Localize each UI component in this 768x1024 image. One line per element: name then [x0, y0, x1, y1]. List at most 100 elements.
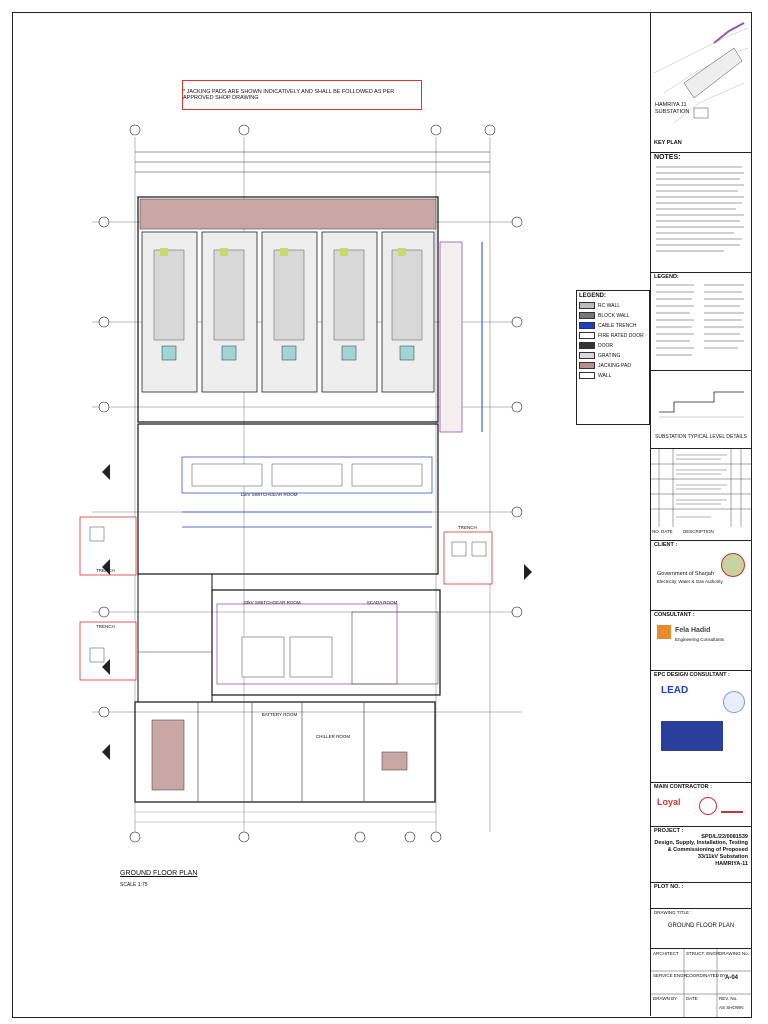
room-label-scada: SCADA ROOM [366, 600, 398, 605]
project-number: SPD/L/22/0081539 [701, 834, 748, 840]
typical-details-sketch [659, 391, 744, 418]
purple-cable-zone [216, 603, 398, 685]
legend-item-label: RC WALL [598, 302, 621, 309]
project-site: HAMRIYA-11 [715, 861, 748, 867]
scale-value: AS SHOWN [719, 1005, 744, 1010]
drawn-label: DRAWN BY [653, 996, 678, 1001]
switchgear-cable-trenches [181, 456, 433, 528]
project-section: PROJECT : SPD/L/22/0081539 Design, Suppl… [651, 826, 751, 882]
pad-block [381, 751, 408, 771]
switchgear-11kv-room [137, 423, 439, 575]
legend-item-label: GRATING [598, 352, 621, 359]
main-contractor-name: Loyal [657, 797, 681, 807]
legend-item-label: DOOR [598, 342, 613, 349]
consultant-name: Fela Hadid [675, 627, 711, 634]
grid-bubbles [98, 124, 523, 843]
notes-label: NOTES: [654, 154, 681, 161]
typical-details-caption: SUBSTATION TYPICAL LEVEL DETAILS [655, 434, 747, 440]
legend-swatch [579, 362, 595, 369]
room-label-33kv: 33kV SWITCHGEAR ROOM [243, 600, 301, 605]
architect-label: ARCHITECT [653, 951, 679, 956]
client-section: CLIENT : Government of Sharjah Electrici… [651, 540, 751, 610]
drawing-area: * JACKING PADS ARE SHOWN INDICATIVELY AN… [12, 12, 650, 1016]
main-contractor-section: MAIN CONTRACTOR : Loyal [651, 782, 751, 826]
drawing-title: GROUND FLOOR PLAN [667, 923, 735, 929]
33kv-panels [241, 636, 333, 678]
revision-rows [651, 449, 751, 541]
legend-row: BLOCK WALL [579, 312, 647, 319]
right-trench [443, 531, 493, 585]
legend-swatch [579, 322, 595, 329]
legend-swatch [579, 372, 595, 379]
key-plan-map [653, 13, 749, 128]
revision-col-date: DATE [661, 529, 673, 534]
legend-swatch [579, 312, 595, 319]
room-label-chiller: CHILLER ROOM [315, 734, 351, 739]
legend-item-label: JACKING PAD [598, 362, 631, 369]
main-contractor-label: MAIN CONTRACTOR : [654, 784, 712, 790]
legend-swatch [579, 342, 595, 349]
switchgear-panels [191, 463, 423, 487]
left-trench-pits [89, 526, 105, 663]
legend-row: RC WALL [579, 302, 647, 309]
notes-section: NOTES: [651, 152, 751, 272]
sign-off-grid: ARCHITECT STRUCT. ENGR. DRAWING No. SERV… [651, 948, 751, 1017]
legend-swatch [579, 352, 595, 359]
epc-name: LEAD [661, 685, 689, 696]
drawing-title-label: DRAWING TITLE : [654, 910, 692, 915]
epc-section: EPC DESIGN CONSULTANT : LEAD [651, 670, 751, 782]
consultant-sub: Engineering Consultants [675, 637, 725, 642]
jacking-pads-note-text: * JACKING PADS ARE SHOWN INDICATIVELY AN… [183, 89, 395, 101]
consultant-section: CONSULTANT : Fela Hadid Engineering Cons… [651, 610, 751, 670]
transformer-bays [139, 198, 437, 393]
client-sub: Electricity, Water & Gas Authority [657, 579, 723, 584]
client-name: Government of Sharjah [657, 571, 714, 577]
title-block: HAMRIYA 11 SUBSTATION KEY PLAN NOTES: LE… [650, 12, 751, 1017]
notes-text-lines [656, 166, 744, 252]
trench-label-left-top: TRENCH [96, 568, 115, 573]
plan-legend-title: LEGEND: [579, 293, 606, 299]
key-plan-section: HAMRIYA 11 SUBSTATION KEY PLAN [651, 12, 751, 152]
legend-row: WALL [579, 372, 647, 379]
contractor-seal-icon [699, 797, 717, 815]
epc-badge-icon [723, 691, 745, 713]
legend-item-label: WALL [598, 372, 612, 379]
epc-secondary-logo [661, 721, 723, 751]
bottom-dimensions [135, 811, 436, 823]
section-markers [102, 464, 532, 760]
legend-item-label: BLOCK WALL [598, 312, 630, 319]
client-emblem-icon [721, 553, 745, 577]
consultant-label: CONSULTANT : [654, 612, 695, 618]
right-trench-pit-b [471, 541, 487, 557]
scada-room [351, 611, 439, 685]
plan-scale: SCALE 1:75 [120, 882, 148, 888]
left-entry-block [137, 573, 213, 703]
bottom-room-walls [197, 702, 365, 802]
floor-plan-drawing [79, 124, 532, 843]
transformer-bays-outline [137, 196, 439, 423]
typical-details-section: SUBSTATION TYPICAL LEVEL DETAILS [651, 370, 751, 448]
rev-label: REV. No. [719, 996, 738, 1001]
titleblock-legend-label: LEGEND: [654, 274, 679, 280]
stair-block [151, 719, 185, 791]
legend-row: FIRE RATED DOOR [579, 332, 647, 339]
plan-title: GROUND FLOOR PLAN [120, 870, 198, 877]
trench-label-right: TRENCH [458, 525, 477, 530]
legend-row: JACKING PAD [579, 362, 647, 369]
client-label: CLIENT : [654, 542, 678, 548]
legend-item-label: FIRE RATED DOOR [598, 332, 644, 339]
date-label: DATE [686, 996, 698, 1001]
drawing-no-label: DRAWING No. [719, 951, 749, 956]
left-trenches [79, 516, 137, 681]
coordinated-label: COORDINATED BY [686, 973, 727, 978]
right-trench-pit-a [451, 541, 467, 557]
legend-row: CABLE TRENCH [579, 322, 647, 329]
drawing-title-section: DRAWING TITLE : GROUND FLOOR PLAN [651, 908, 751, 948]
service-label: SERVICE ENGR. [653, 973, 689, 978]
revisions-table: NO. DATE DESCRIPTION [651, 448, 751, 541]
project-description: Design, Supply, Installation, Testing & … [654, 840, 748, 860]
top-dimensions [135, 151, 490, 173]
trench-label-left-bottom: TRENCH [96, 624, 115, 629]
right-corridor [439, 241, 463, 433]
legend-row: GRATING [579, 352, 647, 359]
